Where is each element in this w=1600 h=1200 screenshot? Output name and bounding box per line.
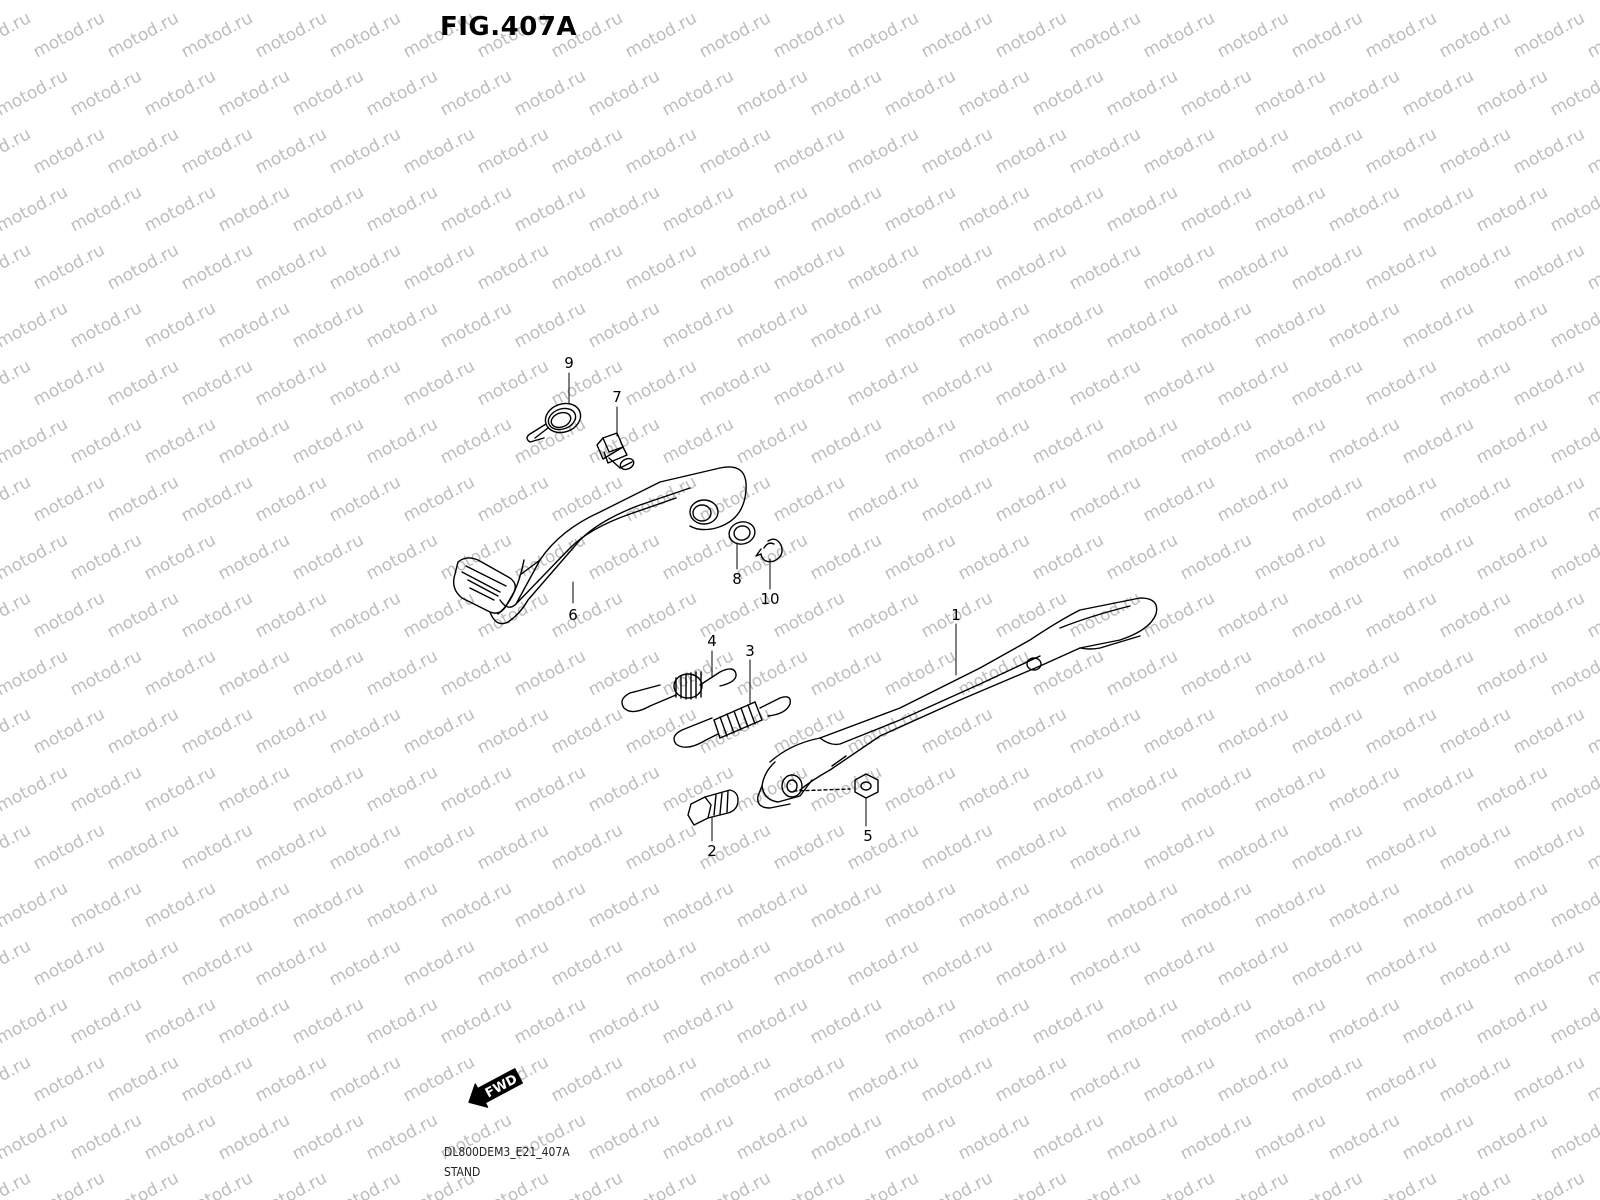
part-label-4: 4 [707,632,717,650]
part-9-return-spring [526,402,582,443]
fwd-arrow-icon: FWD [468,1068,523,1108]
leader-lines [568,372,957,842]
part-10-circlip [755,538,783,563]
part-4-spring [621,668,737,713]
assembly-line [793,788,851,792]
drawing-name: STAND [444,1165,481,1179]
part-label-6: 6 [568,606,578,624]
part-6-brake-pedal [452,466,747,625]
part-label-1: 1 [951,606,961,624]
part-label-2: 2 [707,842,717,860]
part-3-spring [673,696,791,748]
part-2-bolt [687,789,739,826]
part-label-5: 5 [863,827,873,845]
part-label-9: 9 [564,354,574,372]
drawing-code: DL800DEM3_E21_407A [444,1145,570,1159]
figure-title: FIG.407A [440,12,578,42]
part-label-10: 10 [760,590,779,608]
part-label-3: 3 [745,642,755,660]
part-labels: 9 7 8 10 6 4 3 1 2 5 [564,354,961,860]
part-5-nut [854,773,879,799]
part-7-pivot-bolt [596,432,635,471]
part-label-8: 8 [732,570,742,588]
part-1-side-stand [757,597,1158,809]
part-8-washer [728,521,756,545]
part-label-7: 7 [612,388,622,406]
